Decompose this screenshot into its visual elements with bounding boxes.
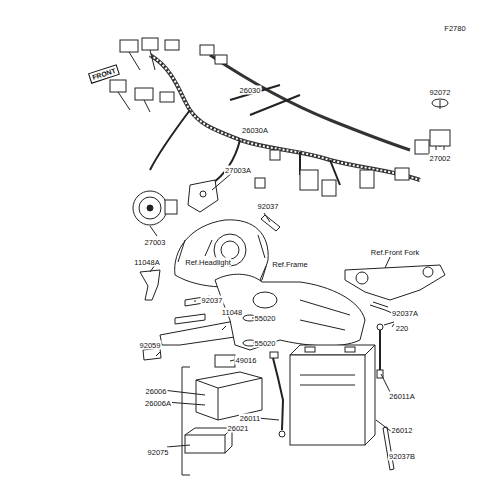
reference-note: Ref.Front Fork xyxy=(370,248,420,257)
callout-number: 55020 xyxy=(254,339,277,348)
callout-number: 27003 xyxy=(144,238,167,247)
callout-number: 92037 xyxy=(201,296,224,305)
reference-note: Ref.Headlight xyxy=(184,258,231,267)
callout-number: 92037A xyxy=(391,309,419,318)
callout-number: 92037B xyxy=(388,452,416,461)
callout-number: F2780 xyxy=(443,24,466,33)
callout-number: 26021 xyxy=(227,424,250,433)
callout-number: 92072 xyxy=(429,88,452,97)
callout-number: 11048A xyxy=(133,258,160,267)
callout-number: 26012 xyxy=(391,426,414,435)
callout-number: 92075 xyxy=(147,448,170,457)
callout-number: 49016 xyxy=(235,356,258,365)
callout-number: 26030A xyxy=(241,126,269,135)
callout-number: 26030 xyxy=(239,86,262,95)
callout-number: 26011 xyxy=(239,414,261,423)
callout-number: 27003A xyxy=(224,166,252,175)
callout-number: 55020 xyxy=(254,314,277,323)
reference-note: Ref.Frame xyxy=(271,260,308,269)
callout-number: 220 xyxy=(395,324,410,333)
callout-number: 92037 xyxy=(257,202,280,211)
callout-number: 26006A xyxy=(144,399,172,408)
callout-number: 27002 xyxy=(429,154,452,163)
callout-number: 26006 xyxy=(145,387,168,396)
callout-number: 11048 xyxy=(221,308,243,317)
callout-number: 26011A xyxy=(388,392,415,401)
callout-number: 92059 xyxy=(139,341,162,350)
